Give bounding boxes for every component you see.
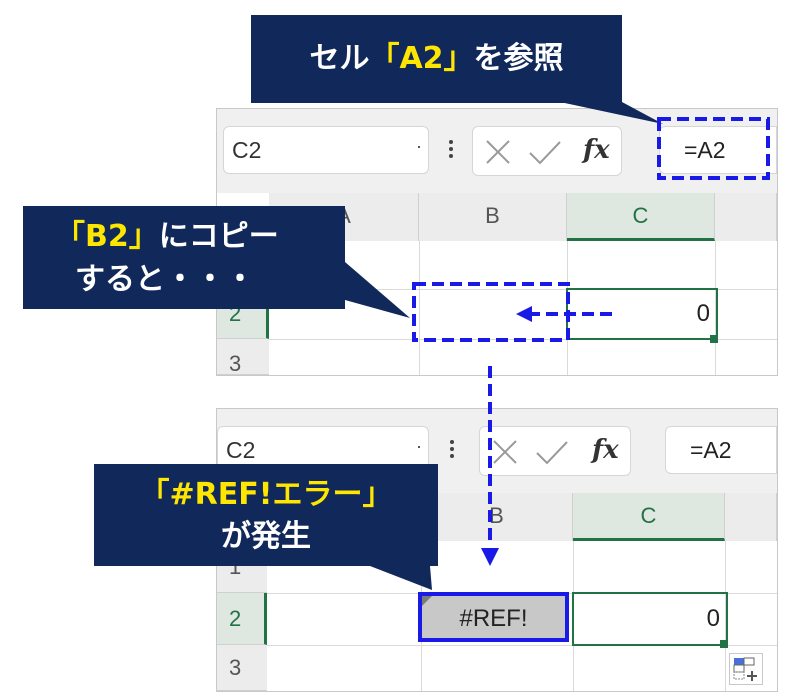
col-header-c[interactable]: C [567,193,715,241]
formula-dashed-box [657,117,770,180]
copy-arrow-head [516,306,532,322]
col-header-c[interactable]: C [573,493,725,541]
col-header-b[interactable]: B [421,493,573,541]
name-box[interactable]: C2 [223,126,429,174]
more-dots-icon[interactable] [449,140,453,161]
row-header-3[interactable]: 3 [217,339,269,375]
down-arrow-head [481,548,499,566]
fill-handle[interactable] [710,335,718,343]
row-header-2[interactable]: 2 [217,593,267,645]
fx-icon[interactable]: fx [583,135,610,165]
active-cell-b2-ref-error[interactable]: #REF! [418,592,569,642]
more-dots-icon[interactable] [450,440,454,461]
enter-check-icon[interactable] [528,139,562,165]
top-excel-panel: C2 fx =A2 A B C 2 3 0 [216,108,778,376]
callout-ref-error: 「#REF!エラー」 が発生 [94,464,438,566]
cell-c2[interactable]: 0 [572,592,728,646]
name-box-value: C2 [232,137,262,163]
cell-c2-value: 0 [696,300,710,327]
paste-options-icon[interactable] [729,653,763,685]
col-header-blank [725,493,777,541]
col-header-b[interactable]: B [419,193,567,241]
cancel-x-icon[interactable] [492,439,518,465]
formula-controls: fx [472,126,622,176]
callout-copy-to-b2: 「B2」にコピー すると・・・ [23,206,345,309]
col-header-blank [715,193,777,241]
name-box-value: C2 [226,437,256,463]
dropdown-dot-icon [418,446,420,448]
target-cell-dashed-box [412,282,570,342]
cancel-x-icon[interactable] [485,139,511,165]
cell-c2-value: 0 [706,605,720,632]
callout-tail-error [370,566,432,590]
formula-bar[interactable]: =A2 [665,426,777,474]
callout-reference-a2: セル「A2」を参照 [251,15,622,103]
bottom-grid: B C 1 2 3 0 #REF! [217,493,777,691]
callout-tail-top [560,102,663,124]
error-indicator-icon [422,596,432,606]
cell-b2-value: #REF! [459,605,528,632]
callout-tail-copy [345,262,410,318]
dropdown-dot-icon [418,146,420,148]
enter-check-icon[interactable] [535,439,569,465]
formula-controls: fx [479,426,631,476]
formula-value: =A2 [684,137,726,163]
fx-icon[interactable]: fx [592,435,619,465]
formula-bar[interactable]: =A2 [659,126,777,174]
fill-handle[interactable] [720,640,728,648]
formula-value: =A2 [690,437,732,463]
row-header-3[interactable]: 3 [217,645,267,691]
